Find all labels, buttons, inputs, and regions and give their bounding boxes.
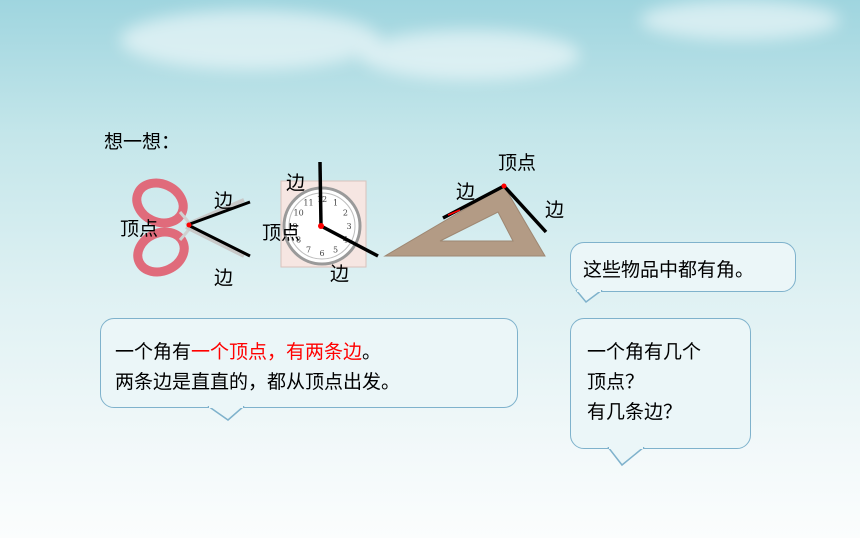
triangle-side-left-label: 边 (456, 181, 476, 203)
scissors-side-top-label: 边 (214, 190, 234, 212)
clock-number: 11 (303, 199, 313, 208)
triangle-side-right-label: 边 (545, 199, 565, 221)
vertex-dot (186, 222, 192, 228)
bubble-tail (575, 290, 603, 304)
bubble-tail (207, 406, 245, 421)
clock-number: 6 (319, 249, 324, 258)
heading: 想一想： (104, 131, 181, 153)
clock-number: 10 (294, 209, 304, 218)
scissors-vertex-label: 顶点 (120, 218, 159, 240)
clock-number: 7 (306, 245, 311, 254)
clock-number: 3 (346, 222, 351, 231)
clock-icon: 121234567891011 (280, 161, 379, 268)
clock-side-bottom-label: 边 (330, 263, 350, 285)
question-line-2: 顶点？ (587, 371, 645, 393)
speech-bubble-statement: 这些物品中都有角。 (570, 242, 796, 292)
speech-bubble-question: 一个角有几个 顶点？ 有几条边？ (570, 318, 751, 449)
speech-bubble-definition: 一个角有一个顶点，有两条边。 两条边是直直的，都从顶点出发。 (100, 318, 518, 408)
clock-number: 9 (292, 222, 297, 231)
definition-line-1: 一个角有一个顶点，有两条边。 (115, 341, 382, 363)
question-line-1: 一个角有几个 (587, 341, 702, 363)
clock-side-top-label: 边 (286, 172, 306, 194)
clock-vertex-label: 顶点 (262, 222, 301, 244)
triangle-vertex-label: 顶点 (498, 152, 537, 174)
vertex-dot (318, 223, 324, 229)
bubble-tail (607, 447, 645, 467)
scissors-icon (132, 178, 251, 277)
cloud (360, 30, 580, 80)
clock-number: 2 (343, 209, 348, 218)
definition-highlight: 一个顶点，有两条边 (191, 341, 363, 363)
clock-number: 8 (296, 236, 301, 245)
clock-number: 1 (333, 199, 338, 208)
cloud (640, 0, 840, 40)
set-square-icon (383, 183, 548, 257)
definition-line-2: 两条边是直直的，都从顶点出发。 (115, 371, 401, 393)
vertex-dot (501, 183, 507, 189)
clock-number: 5 (333, 245, 338, 254)
cloud (120, 10, 380, 70)
scissors-side-bottom-label: 边 (214, 267, 234, 289)
question-line-3: 有几条边？ (587, 401, 683, 423)
